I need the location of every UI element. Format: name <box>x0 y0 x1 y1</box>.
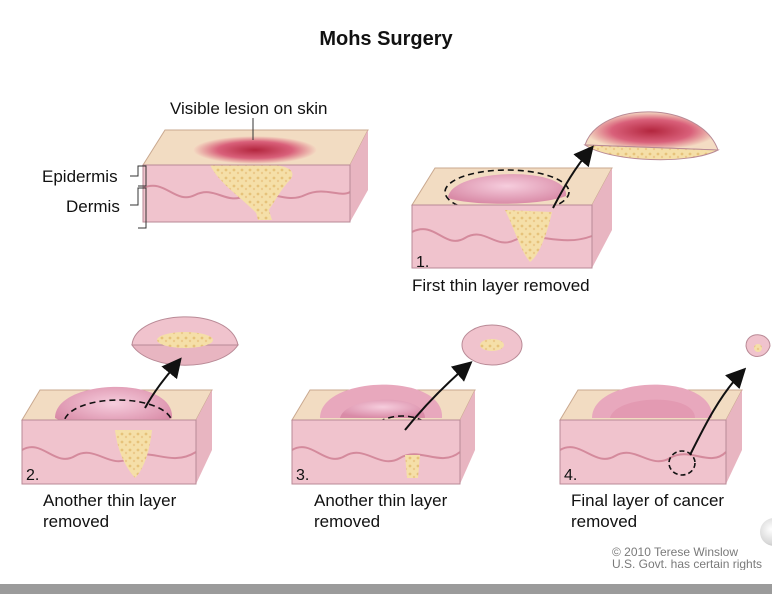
step-1-removed-layer <box>583 111 720 161</box>
step-1-caption: First thin layer removed <box>412 276 590 295</box>
step-4-caption-line2: removed <box>571 512 638 531</box>
step-4-caption-line1: Final layer of cancer <box>571 491 725 510</box>
dermis-bracket <box>130 187 147 229</box>
step-3-arrow <box>404 361 473 431</box>
diagram-title: Mohs Surgery <box>319 28 453 50</box>
lesion-label: Visible lesion on skin <box>170 99 328 118</box>
step-2-caption-line1: Another thin layer <box>43 491 177 510</box>
copyright-notice: © 2010 Terese Winslow U.S. Govt. has cer… <box>612 546 772 570</box>
step-3-block <box>291 384 476 485</box>
initial-skin-block <box>142 129 369 223</box>
step-2-removed-layer <box>131 316 239 366</box>
copyright-line2: U.S. Govt. has certain rights <box>612 557 763 570</box>
step-1-excision-outline <box>444 169 570 215</box>
step-3-caption-line1: Another thin layer <box>314 491 448 510</box>
dermis-label: Dermis <box>66 197 120 216</box>
step-4-removed-layer <box>745 334 771 357</box>
step-4-block <box>559 384 743 485</box>
copyright-line1: © 2010 Terese Winslow <box>612 546 739 559</box>
step-1-arrow <box>552 145 594 209</box>
zoom-knob-icon[interactable] <box>760 518 772 546</box>
step-2-block <box>21 386 213 485</box>
step-2-caption-line2: removed <box>43 512 110 531</box>
step-3-number: 3. <box>296 467 310 484</box>
step-1-number: 1. <box>416 254 430 271</box>
epidermis-label: Epidermis <box>42 167 118 186</box>
step-3-removed-layer <box>461 324 523 366</box>
epidermis-bracket <box>130 165 147 187</box>
step-2-number: 2. <box>26 467 40 484</box>
visible-lesion <box>193 136 317 164</box>
step-2-arrow <box>144 357 182 409</box>
bottom-bar <box>0 584 772 594</box>
step-4-number: 4. <box>564 467 578 484</box>
step-3-caption-line2: removed <box>314 512 381 531</box>
step-4-excision-outline <box>668 450 696 476</box>
step-1-block <box>411 167 613 269</box>
step-4-arrow <box>689 367 747 456</box>
